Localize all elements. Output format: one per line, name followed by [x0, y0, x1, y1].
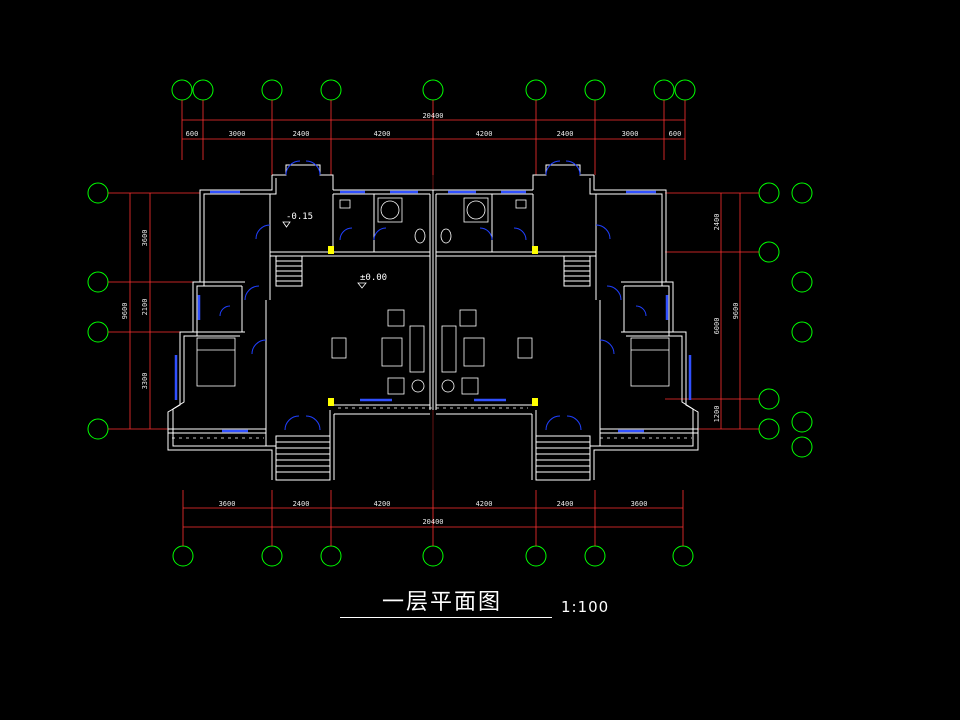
bottom-total-dim: 20400: [422, 518, 443, 526]
dimension-texts: 20400 600 3000 2400 4200 4200 2400 3000 …: [121, 112, 740, 526]
axis-bubbles-right: [758, 182, 813, 458]
top-dim: 3000: [622, 130, 639, 138]
bed: [630, 337, 670, 387]
axis-bubble: [791, 182, 813, 204]
doors: [219, 160, 647, 431]
axis-bubble: [672, 545, 694, 567]
axis-bubble: [87, 321, 109, 343]
title-underline: [340, 617, 552, 618]
bed: [196, 337, 236, 387]
axis-bubble: [87, 418, 109, 440]
drawing-scale: 1:100: [561, 598, 610, 616]
left-dim: 2100: [141, 299, 149, 316]
windows: [174, 190, 692, 433]
walls-left-unit: [167, 164, 434, 481]
axis-bubble: [261, 79, 283, 101]
top-dim: 2400: [557, 130, 574, 138]
axis-bubble: [653, 79, 675, 101]
right-total-dim: 9600: [732, 303, 740, 320]
right-dim: 1200: [713, 406, 721, 423]
walls-right-unit: [433, 164, 699, 481]
axis-bubble: [87, 182, 109, 204]
axis-bubble: [758, 241, 780, 263]
bottom-dim: 4200: [476, 500, 493, 508]
axis-bubble: [320, 79, 342, 101]
axis-bubble: [171, 79, 193, 101]
level-markers: -0.15 ±0.00: [282, 212, 387, 289]
axis-bubble: [758, 182, 780, 204]
left-dim: 3300: [141, 373, 149, 390]
axis-bubble: [584, 79, 606, 101]
column-markers: [328, 246, 538, 406]
top-dim: 600: [186, 130, 199, 138]
right-dim: 6000: [713, 318, 721, 335]
bottom-dim: 4200: [374, 500, 391, 508]
axis-bubbles-bottom: [172, 545, 694, 567]
axis-bubble: [791, 321, 813, 343]
axis-bubble: [172, 545, 194, 567]
bottom-dim: 2400: [293, 500, 310, 508]
left-dim: 3600: [141, 230, 149, 247]
furniture: [172, 197, 692, 439]
axis-bubble: [422, 79, 444, 101]
left-total-dim: 9600: [121, 303, 129, 320]
axis-bubble: [791, 411, 813, 433]
axis-bubbles-top: [171, 79, 696, 101]
top-total-dim: 20400: [422, 112, 443, 120]
bottom-dim: 2400: [557, 500, 574, 508]
axis-bubble: [584, 545, 606, 567]
axis-bubble: [525, 545, 547, 567]
drawing-title: 一层平面图: [382, 590, 503, 615]
axis-bubble: [758, 418, 780, 440]
top-dim: 4200: [476, 130, 493, 138]
axis-bubbles-left: [87, 182, 109, 440]
axis-bubble: [791, 271, 813, 293]
axis-bubble: [791, 436, 813, 458]
bathtub: [380, 200, 400, 220]
floor-level-label: ±0.00: [360, 273, 387, 283]
axis-bubble: [758, 388, 780, 410]
bottom-dim: 3600: [219, 500, 236, 508]
axis-bubble: [525, 79, 547, 101]
axis-bubble: [320, 545, 342, 567]
axis-bubble: [192, 79, 214, 101]
entry-level-label: -0.15: [286, 212, 313, 222]
top-dim: 4200: [374, 130, 391, 138]
bathtub: [466, 200, 486, 220]
top-dim: 3000: [229, 130, 246, 138]
bottom-dim: 3600: [631, 500, 648, 508]
top-dim: 2400: [293, 130, 310, 138]
axis-bubble: [87, 271, 109, 293]
axis-bubble: [422, 545, 444, 567]
top-dim: 600: [669, 130, 682, 138]
axis-bubble: [674, 79, 696, 101]
right-dim: 2400: [713, 214, 721, 231]
axis-bubble: [261, 545, 283, 567]
